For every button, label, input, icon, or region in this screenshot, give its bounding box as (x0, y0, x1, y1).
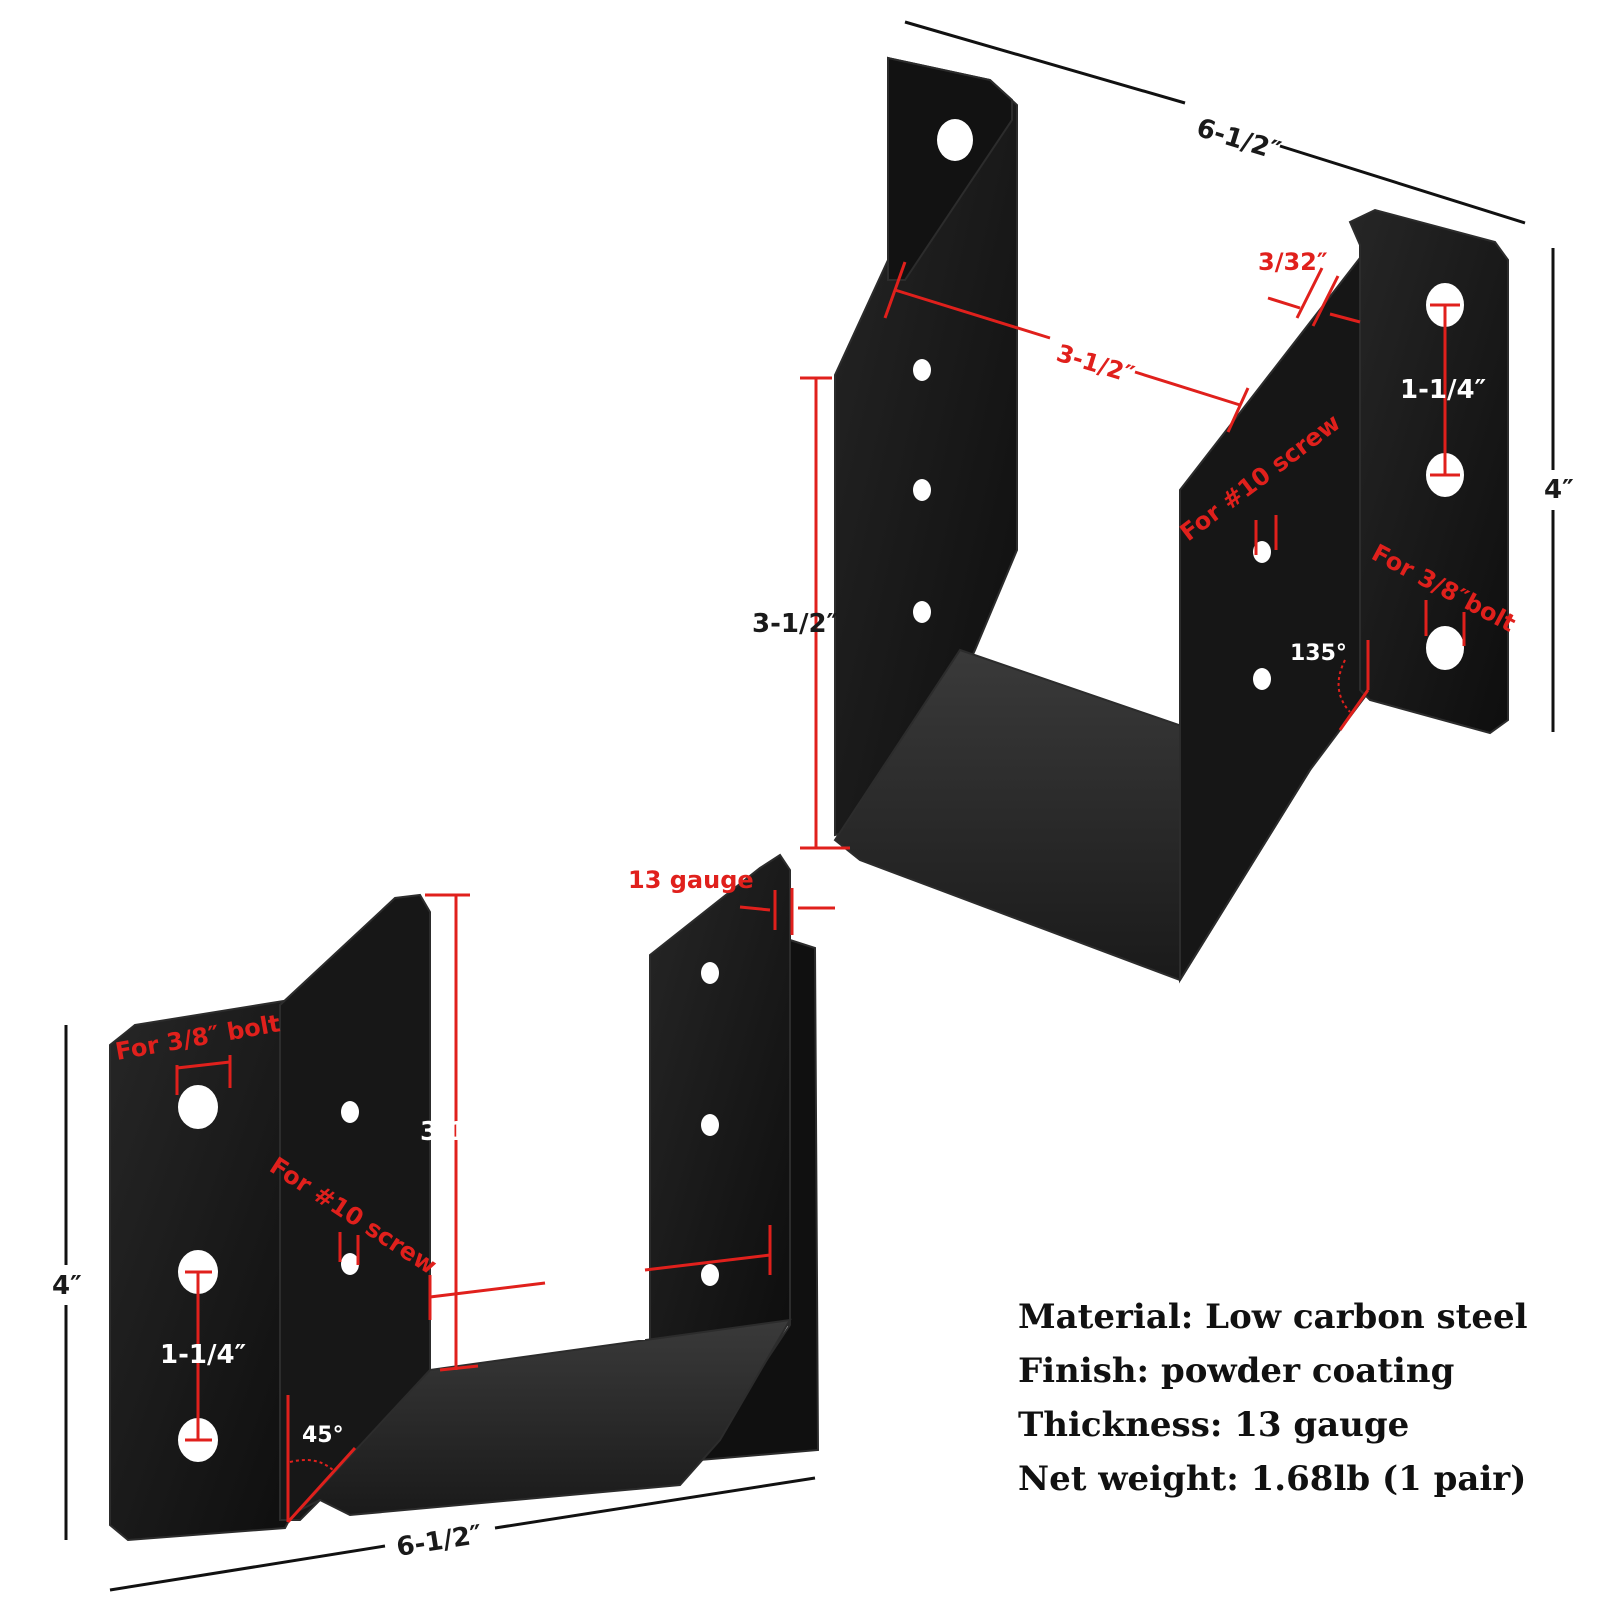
top-bracket: 6-1/2″ 4″ 3-1/2″ 3-1/2″ 3/32″ 1-1/4″ For… (752, 20, 1574, 984)
top-width-label: 6-1/2″ (1193, 113, 1284, 167)
bottom-depth-dim-tick (439, 1364, 479, 1372)
bottom-bolt-hole (178, 1085, 218, 1129)
top-angle-label: 135° (1290, 641, 1347, 666)
bottom-bolt-dim-line (176, 1060, 231, 1070)
top-screw-hole (1253, 668, 1271, 690)
top-thickness-label: 3/32″ (1258, 248, 1328, 276)
bottom-depth-label: 3-1/2″ (420, 1117, 506, 1147)
top-hole-spacing-label: 1-1/4″ (1400, 375, 1486, 405)
bottom-angle-line (286, 1446, 357, 1524)
spec-list: Material: Low carbon steel Finish: powde… (1018, 1290, 1578, 1506)
bottom-screw-hole (701, 962, 719, 984)
top-thickness-arrow (1329, 312, 1361, 324)
bottom-left-wall (279, 893, 431, 1521)
top-thickness-arrow (1267, 296, 1301, 310)
top-width-dim-line (1279, 144, 1526, 225)
bottom-inner-width-dim-line (644, 1253, 771, 1272)
top-bolt-hole (1426, 626, 1464, 670)
top-screw-hole (913, 601, 931, 623)
bottom-hole-spacing-label: 1-1/4″ (160, 1340, 246, 1370)
bottom-gauge-label: 13 gauge (628, 866, 754, 894)
bottom-width-label: 6-1/2″ (394, 1520, 484, 1563)
top-screw-hole (913, 479, 931, 501)
top-inner-width-dim-line (1134, 370, 1241, 407)
bottom-seat (299, 1318, 792, 1517)
top-right-wall (1179, 242, 1371, 984)
bottom-right-flange (698, 938, 820, 1462)
bottom-inner-width-dim-line (429, 1281, 546, 1299)
top-width-dim-line (904, 20, 1186, 105)
bottom-gap (440, 905, 645, 1340)
top-inner-width-label: 3-1/2″ (1053, 339, 1138, 389)
spec-net-weight: Net weight: 1.68lb (1 pair) (1018, 1459, 1527, 1499)
bottom-screw-hole (341, 1101, 359, 1123)
top-depth-label: 3-1/2″ (752, 609, 838, 639)
top-angle-line (1338, 689, 1370, 731)
bottom-screw-hole (701, 1114, 719, 1136)
spec-thickness: Thickness: 13 gauge (1018, 1405, 1410, 1445)
bottom-screw-hole (701, 1264, 719, 1286)
top-inner-width-dim-tick (1226, 387, 1250, 433)
top-screw-hole (913, 359, 931, 381)
spec-finish: Finish: powder coating (1018, 1351, 1455, 1391)
bottom-angle-label: 45° (302, 1423, 344, 1448)
top-bolt-hole (937, 119, 973, 161)
bottom-bracket: 4″ 6-1/2″ 3-1/2″ 3-1/2″ 13 gauge 1-1/4″ … (52, 853, 835, 1592)
spec-material: Material: Low carbon steel (1018, 1297, 1528, 1337)
bottom-screw-hole (341, 1253, 359, 1275)
bottom-gauge-arrow (739, 905, 771, 912)
top-thickness-dim-tick (1295, 267, 1324, 319)
bottom-angle-arc (289, 1459, 336, 1473)
top-height-label: 4″ (1544, 475, 1574, 505)
bottom-height-label: 4″ (52, 1271, 82, 1301)
top-inner-width-dim-tick (883, 261, 907, 319)
bottom-width-dim-line (494, 1476, 816, 1530)
top-inner-width-dim-line (894, 288, 1051, 340)
top-thickness-dim-tick (1311, 275, 1340, 327)
top-left-tab (887, 56, 1013, 281)
bottom-width-dim-line (109, 1544, 386, 1592)
